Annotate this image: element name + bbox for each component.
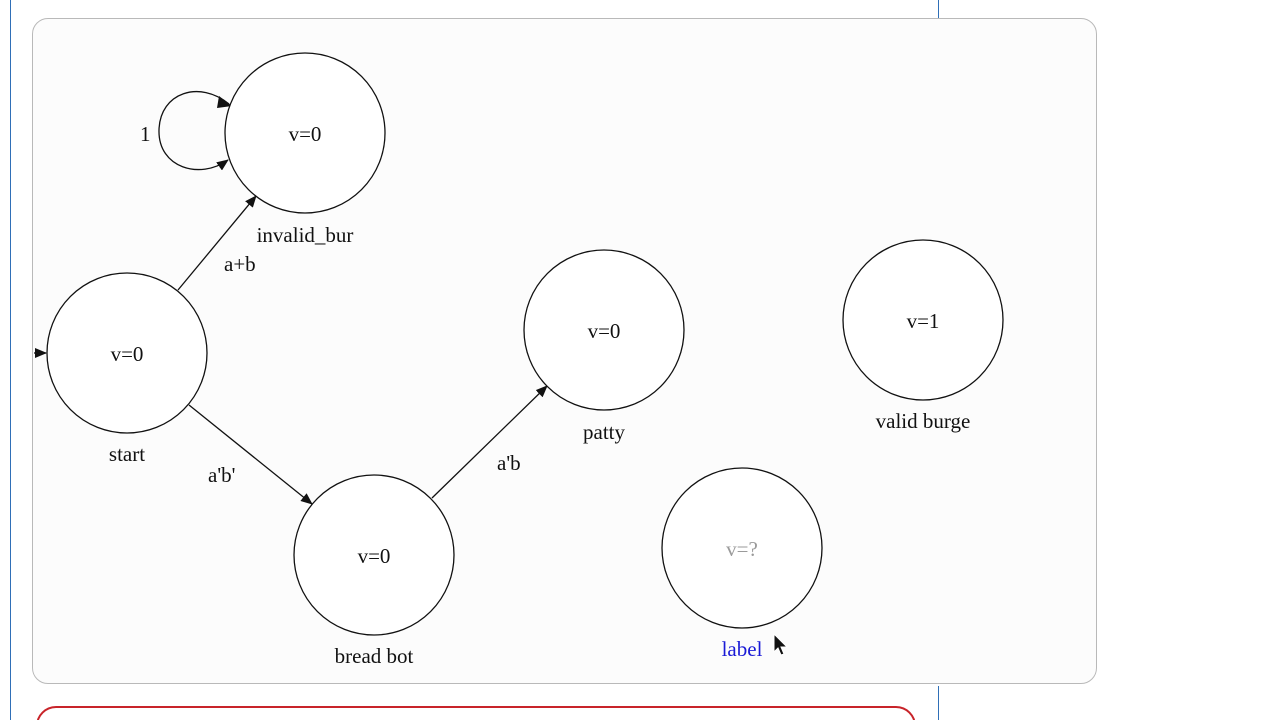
- page-margin-line-right: [938, 0, 939, 20]
- state-new[interactable]: v=? label: [661, 467, 823, 661]
- state-name-breadbot: bread bot: [335, 644, 414, 668]
- page-margin-line-left: [10, 0, 11, 720]
- transition-label-self-loop[interactable]: 1: [140, 122, 151, 146]
- state-name-invalid: invalid_bur: [257, 223, 354, 247]
- transition-self-loop-invalid[interactable]: [158, 90, 230, 171]
- state-breadbot[interactable]: v=0 bread bot: [293, 474, 455, 668]
- state-valid[interactable]: v=1 valid burge: [842, 239, 1004, 433]
- state-value-start: v=0: [111, 342, 144, 366]
- state-value-invalid: v=0: [289, 122, 322, 146]
- state-value-patty: v=0: [588, 319, 621, 343]
- state-patty[interactable]: v=0 patty: [523, 249, 685, 444]
- transition-breadbot-to-patty[interactable]: [431, 385, 548, 499]
- state-invalid[interactable]: v=0 invalid_bur: [224, 52, 386, 247]
- state-name-new-input[interactable]: label: [722, 637, 763, 661]
- transition-start-to-invalid[interactable]: [177, 195, 257, 291]
- pointer-arrow-icon: [773, 632, 789, 656]
- state-value-new: v=?: [726, 537, 758, 561]
- state-start[interactable]: v=0 start: [46, 272, 208, 466]
- state-name-start: start: [109, 442, 145, 466]
- page-margin-line-right-lower: [938, 686, 939, 720]
- transition-label-start-to-breadbot[interactable]: a'b': [208, 463, 235, 487]
- state-value-breadbot: v=0: [358, 544, 391, 568]
- state-name-valid: valid burge: [876, 409, 971, 433]
- transition-label-start-to-invalid[interactable]: a+b: [224, 252, 256, 276]
- transition-label-breadbot-to-patty[interactable]: a'b: [497, 451, 521, 475]
- transition-start-to-breadbot[interactable]: [188, 404, 313, 505]
- next-section-panel: [36, 706, 916, 720]
- state-name-patty: patty: [583, 420, 625, 444]
- self-loop-arrow-tip: [217, 96, 232, 108]
- state-value-valid: v=1: [907, 309, 940, 333]
